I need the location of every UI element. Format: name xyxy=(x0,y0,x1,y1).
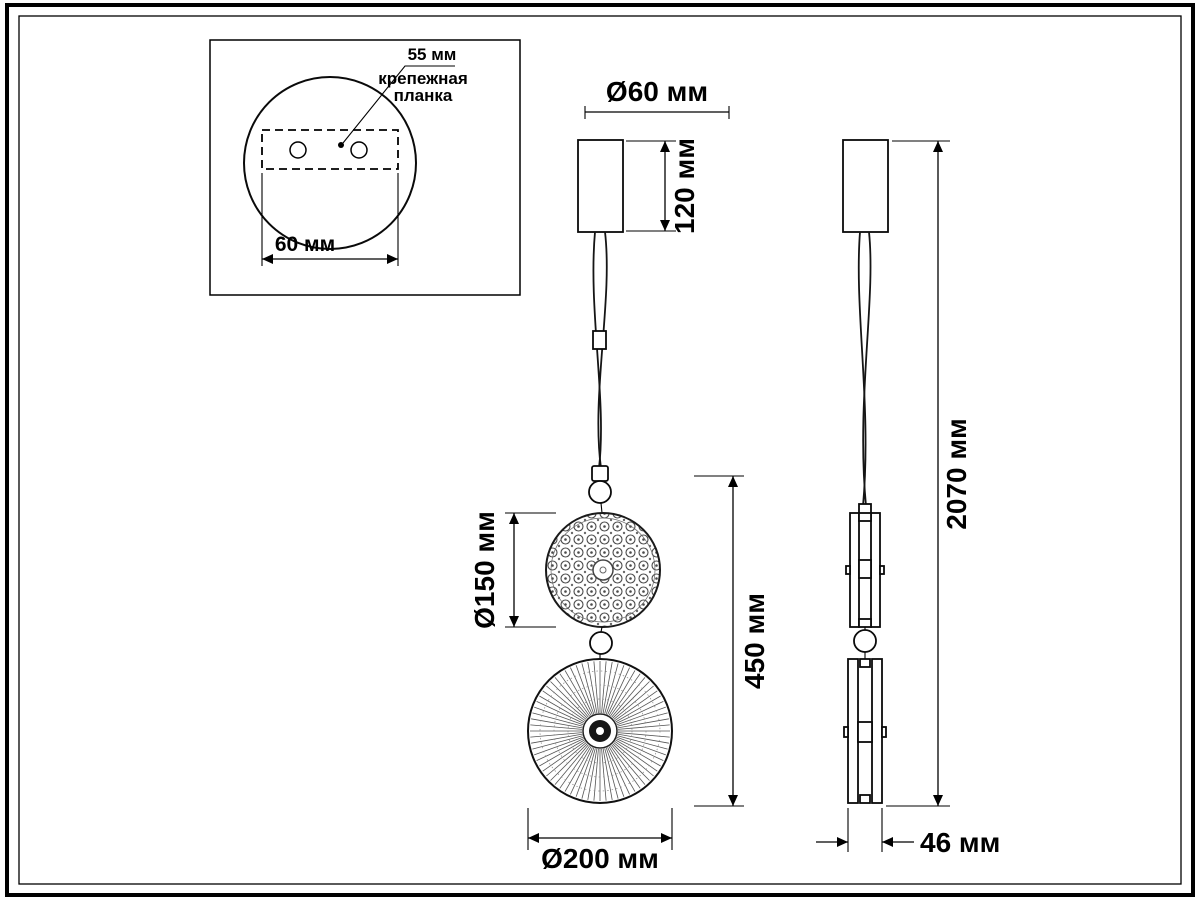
lower-disc-diameter-label: Ø200 мм xyxy=(541,843,659,874)
suspension-wire-side xyxy=(857,231,872,507)
canopy-height-label: 120 мм xyxy=(669,138,700,234)
depth-dimension: 46 мм xyxy=(816,808,1000,858)
hole-spacing-label: 55 мм xyxy=(408,45,457,64)
bracket-label-line2: планка xyxy=(394,86,453,105)
ball-upper xyxy=(588,480,612,504)
inset-width-dimension: 60 мм xyxy=(261,173,399,266)
depth-label: 46 мм xyxy=(920,827,1000,858)
canopy-diameter-label: Ø60 мм xyxy=(606,76,708,107)
mounting-plate-inset: 55 мм крепежная планка 60 мм xyxy=(209,39,521,296)
canopy-height-dimension: 120 мм xyxy=(626,138,700,234)
top-fitting xyxy=(591,465,609,482)
bracket-hole-left xyxy=(289,141,307,159)
suspension-wire-front xyxy=(592,231,608,469)
side-view: 2070 мм 46 мм xyxy=(816,139,1000,858)
bracket-label-line1: крепежная xyxy=(378,69,468,88)
upper-disc-diameter-label: Ø150 мм xyxy=(469,511,500,629)
canopy-side xyxy=(842,139,889,233)
inset-box xyxy=(209,39,521,296)
fixture-height-dimension: 450 мм xyxy=(694,475,770,807)
upper-disc-side xyxy=(845,512,885,628)
canopy-diameter-dimension: Ø60 мм xyxy=(584,76,730,119)
ball-lower xyxy=(589,631,613,655)
overall-height-dimension: 2070 мм xyxy=(886,140,972,807)
inner-frame xyxy=(18,15,1182,885)
wire-connector xyxy=(592,330,607,350)
radial-groove-texture xyxy=(530,661,670,801)
leader-dot xyxy=(338,142,344,148)
lower-disc-side xyxy=(843,658,887,804)
mounting-bracket-dashed xyxy=(261,129,399,170)
ball-side xyxy=(853,629,877,653)
outer-frame xyxy=(5,3,1195,897)
bracket-hole-right xyxy=(350,141,368,159)
fixture-height-label: 450 мм xyxy=(739,593,770,689)
plate-width-label: 60 мм xyxy=(275,233,335,256)
upper-disc-center-hole xyxy=(592,559,614,581)
upper-disc-front xyxy=(545,512,661,628)
upper-disc-diameter-dimension: Ø150 мм xyxy=(469,511,556,629)
lower-disc-diameter-dimension: Ø200 мм xyxy=(527,808,673,874)
front-view: Ø60 мм 120 мм xyxy=(469,76,770,874)
lower-disc-front xyxy=(527,658,673,804)
overall-height-label: 2070 мм xyxy=(941,418,972,530)
mounting-plate-circle xyxy=(243,76,417,250)
leader-line xyxy=(342,65,455,144)
canopy-front xyxy=(577,139,624,233)
